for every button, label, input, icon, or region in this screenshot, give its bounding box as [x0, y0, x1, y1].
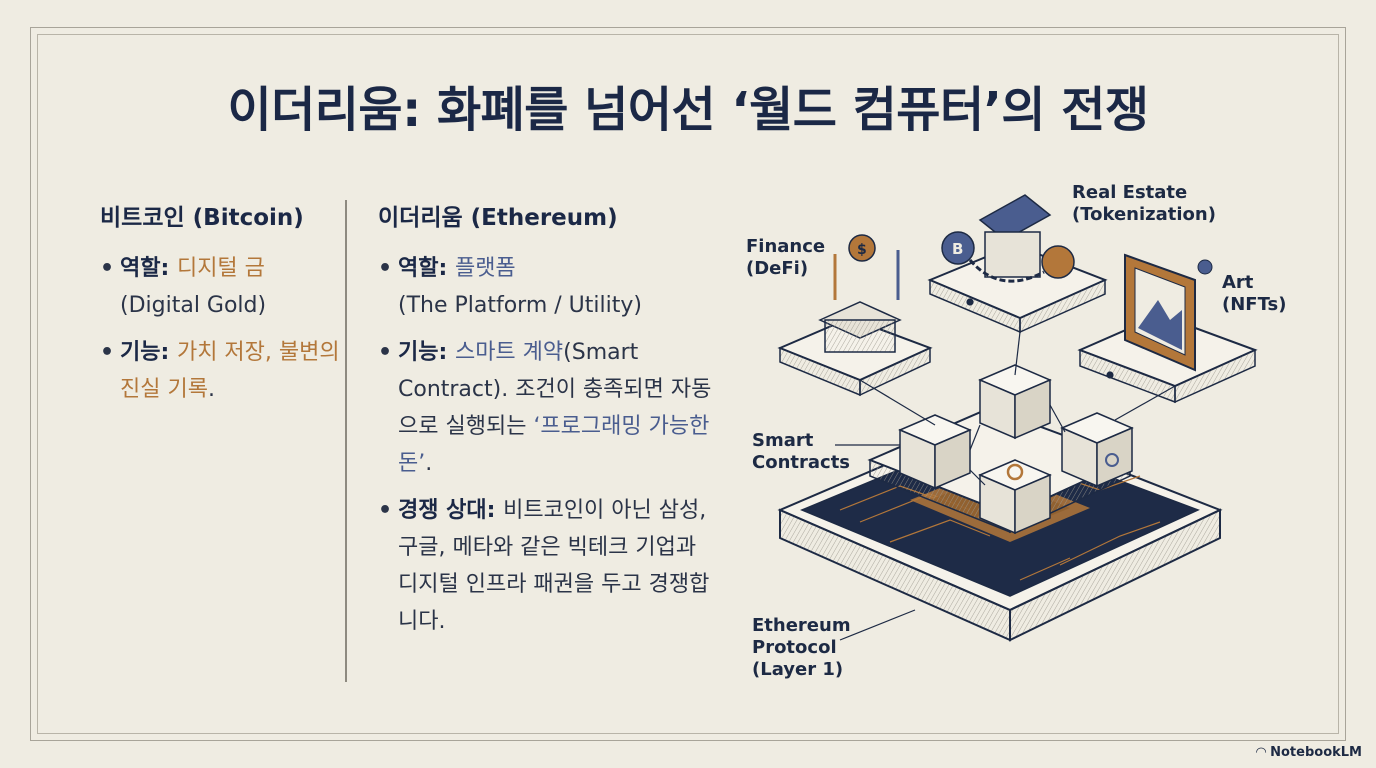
- svg-text:$: $: [857, 242, 867, 258]
- role-sub: (Digital Gold): [120, 293, 267, 318]
- notebooklm-logo-icon: ◠: [1256, 745, 1267, 760]
- bitcoin-heading: 비트코인 (Bitcoin): [100, 205, 304, 231]
- gear-icon: [1105, 453, 1119, 467]
- page-title: 이더리움: 화폐를 넘어선 ‘월드 컴퓨터’의 전쟁: [227, 82, 1149, 138]
- cube-right: [1060, 412, 1134, 488]
- label-art: Art(NFTs): [1222, 272, 1286, 316]
- label-real-estate-line: Real Estate: [1072, 182, 1188, 203]
- ethereum-competitor: • 경쟁 상대: 비트코인이 아닌 삼성, 구글, 메타와 같은 빅테크 기업과…: [378, 492, 718, 640]
- ethereum-role: • 역할: 플랫폼 (The Platform / Utility): [378, 250, 718, 324]
- svg-text:B: B: [952, 240, 963, 258]
- pointer-line: [839, 609, 916, 641]
- comp-label: 경쟁 상대: [398, 498, 487, 523]
- label-protocol-line: (Layer 1): [752, 659, 844, 680]
- func-label: 기능: [120, 340, 161, 365]
- connector-lines: [859, 298, 1176, 486]
- role-sub: (The Platform / Utility): [398, 293, 642, 318]
- func-value: 가치 저장, 불변의 진실 기록: [120, 340, 340, 402]
- gear-icon: [1006, 463, 1024, 481]
- ethereum-function: • 기능: 스마트 계약(Smart Contract). 조건이 충족되면 자…: [378, 334, 718, 482]
- real-estate-platform: B: [927, 194, 1108, 334]
- column-divider: [345, 200, 347, 682]
- cube-gear: [978, 459, 1052, 535]
- cube-code: [898, 414, 972, 490]
- art-platform: [1077, 253, 1258, 404]
- bitcoin-role: • 역할: 디지털 금 (Digital Gold): [100, 250, 340, 324]
- role-value: 디지털 금: [176, 256, 265, 281]
- role-value: 플랫폼: [454, 256, 516, 281]
- ethereum-heading: 이더리움 (Ethereum): [378, 205, 618, 231]
- brand-name: NotebookLM: [1270, 745, 1362, 760]
- func-quote: ‘프로그래밍 가능한 돈’: [398, 414, 710, 476]
- role-label: 역할: [120, 256, 161, 281]
- label-real-estate-line: (Tokenization): [1072, 204, 1216, 225]
- label-finance: Finance(DeFi): [746, 236, 825, 280]
- label-protocol-line: Ethereum: [752, 615, 851, 636]
- role-label: 역할: [398, 256, 439, 281]
- bullet-dot: •: [100, 256, 115, 281]
- bitcoin-coin-icon: [941, 231, 975, 265]
- chain-icon: [968, 259, 1045, 283]
- label-smart-contracts-line: Smart: [752, 430, 814, 451]
- bitcoin-column: 비트코인 (Bitcoin) • 역할: 디지털 금 (Digital Gold…: [100, 198, 340, 418]
- ether-token-icon: [1197, 259, 1213, 275]
- label-finance-line: Finance: [746, 236, 826, 257]
- bullet-dot: •: [378, 256, 393, 281]
- func-label: 기능: [398, 340, 439, 365]
- func-end: .: [425, 451, 433, 476]
- func-rest: (Smart Contract). 조건이 충족되면 자동으로 실행되는: [398, 340, 712, 439]
- label-protocol-line: Protocol: [752, 637, 837, 658]
- ethereum-stack-diagram: $ B: [777, 194, 1258, 642]
- outer-frame: [30, 27, 1346, 741]
- bullet-dot: •: [378, 498, 393, 523]
- func-end: .: [207, 377, 215, 402]
- dollar-coin-icon: [848, 234, 876, 262]
- bitcoin-function: • 기능: 가치 저장, 불변의 진실 기록.: [100, 334, 340, 408]
- inner-frame: [37, 34, 1339, 734]
- ether-coin-icon: [1041, 245, 1075, 279]
- comp-value: 비트코인이 아닌 삼성, 구글, 메타와 같은 빅테크 기업과 디지털 인프라 …: [398, 498, 710, 634]
- contract-cubes: [898, 364, 1134, 535]
- ethereum-column: 이더리움 (Ethereum) • 역할: 플랫폼 (The Platform …: [378, 198, 718, 650]
- finance-platform: $: [777, 234, 933, 397]
- label-finance-line: (DeFi): [746, 258, 809, 279]
- cube-top: [978, 364, 1052, 440]
- label-smart-contracts-line: Contracts: [752, 452, 851, 473]
- label-art-line: (NFTs): [1222, 294, 1287, 315]
- brand-badge: ◠ NotebookLM: [1256, 745, 1362, 760]
- bullet-dot: •: [100, 340, 115, 365]
- label-art-line: Art: [1222, 272, 1254, 293]
- label-real-estate: Real Estate(Tokenization): [1072, 182, 1216, 226]
- func-value: 스마트 계약: [454, 340, 564, 365]
- bullet-dot: •: [378, 340, 393, 365]
